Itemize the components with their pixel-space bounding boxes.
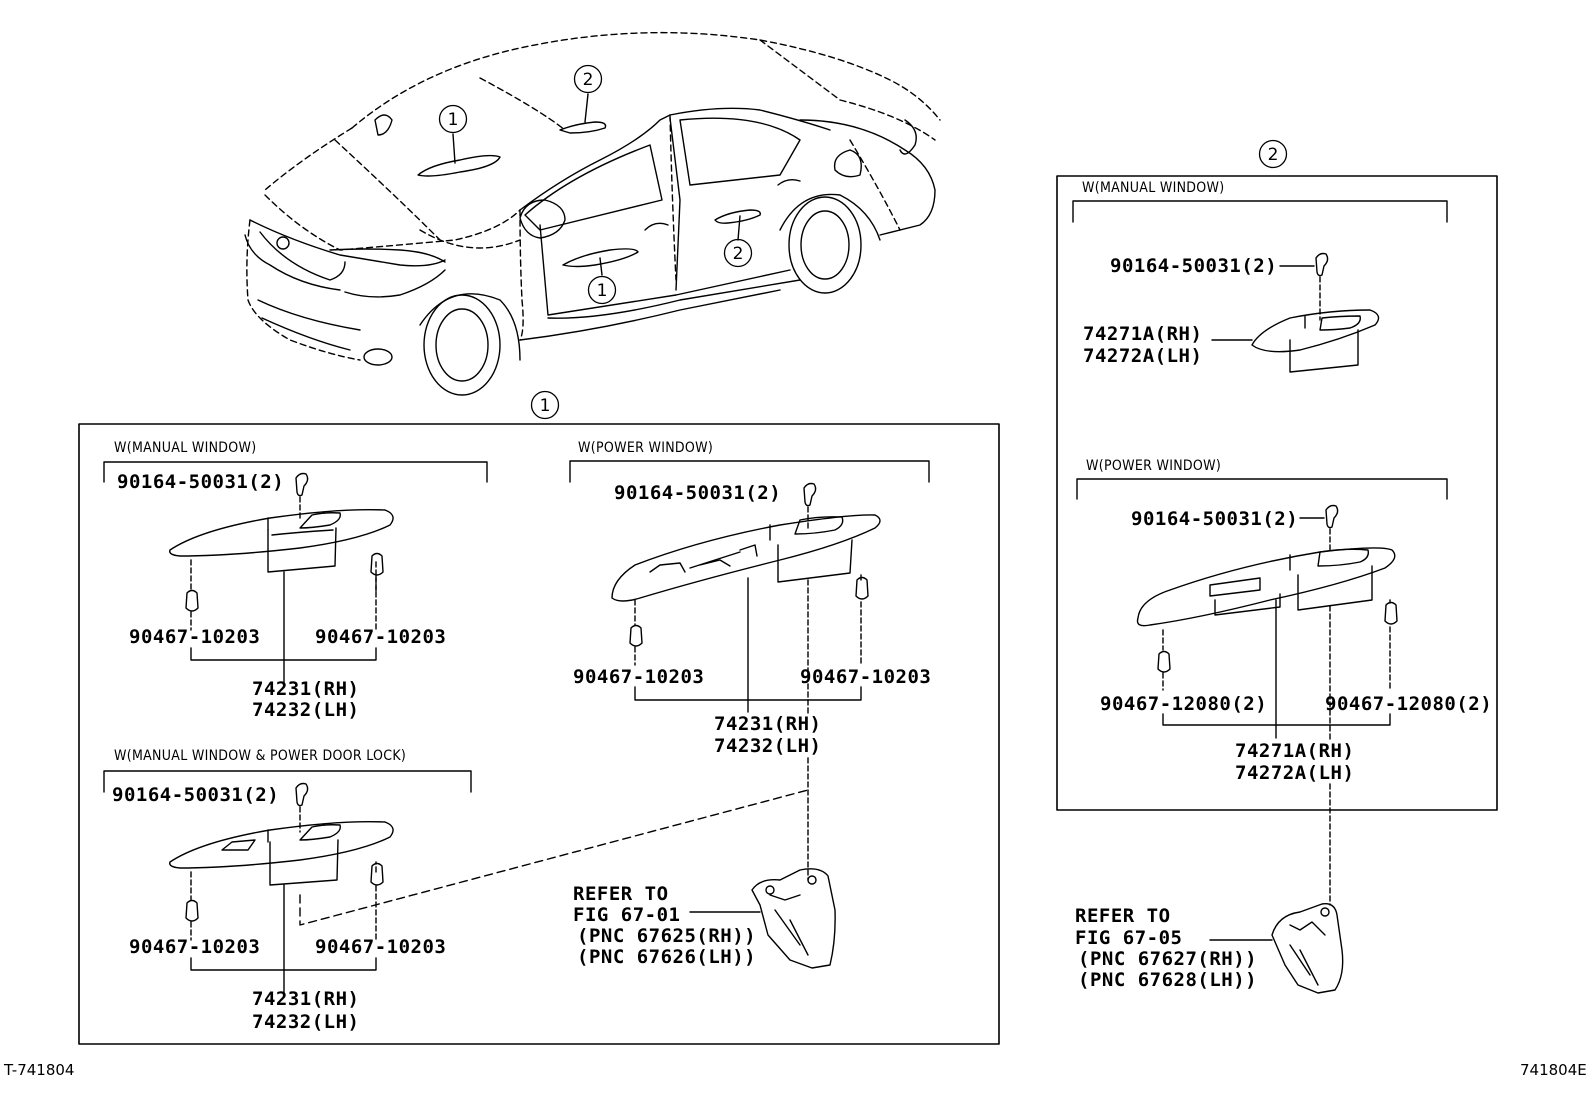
group2-refer-line2: FIG 67-05: [1075, 927, 1183, 949]
group1-manual-lock-header: W(MANUAL WINDOW & POWER DOOR LOCK): [114, 748, 407, 764]
group1-manual-lock-screw-label: 90164-50031(2): [112, 784, 280, 806]
group1-power-window-clip-right-label: 90467-10203: [800, 666, 932, 688]
group2-manual-window-part-rh: 74271A(RH): [1083, 323, 1203, 345]
group1-manual-window-screw-label: 90164-50031(2): [117, 471, 285, 493]
group1-manual-window-header: W(MANUAL WINDOW): [114, 440, 257, 456]
group2-manual-window-header: W(MANUAL WINDOW): [1082, 180, 1225, 196]
group1-bracket-drawing: [689, 868, 836, 969]
group2-power-window-part-rh: 74271A(RH): [1235, 740, 1355, 762]
group2-refer-line4: (PNC 67628(LH)): [1078, 969, 1258, 991]
group2-callout-circle: 2: [1258, 139, 1288, 169]
group1-manual-window-drawing: [103, 461, 488, 686]
callout-circle-2-rear-door: 2: [723, 238, 753, 268]
group1-refer-line1: REFER TO: [573, 883, 669, 905]
group1-power-window-header: W(POWER WINDOW): [578, 440, 714, 456]
svg-text:1: 1: [540, 396, 551, 416]
group1-manual-window-part-rh: 74231(RH): [252, 678, 360, 700]
group1-manual-lock-clip-left-label: 90467-10203: [129, 936, 261, 958]
svg-text:2: 2: [733, 244, 744, 264]
footer-left-code: T-741804: [4, 1061, 75, 1079]
group2-manual-window-part-lh: 74272A(LH): [1083, 345, 1203, 367]
callout-circle-1-front-door: 1: [587, 275, 617, 305]
group1-frame: [78, 423, 1000, 1045]
group2-frame: [1056, 175, 1498, 811]
group1-refer-line3: (PNC 67625(RH)): [577, 925, 757, 947]
group2-refer-line3: (PNC 67627(RH)): [1078, 948, 1258, 970]
group1-power-window-screw-label: 90164-50031(2): [614, 482, 782, 504]
svg-text:1: 1: [448, 110, 459, 130]
group1-power-window-part-lh: 74232(LH): [714, 735, 822, 757]
group1-manual-window-clip-left-label: 90467-10203: [129, 626, 261, 648]
callout-circle-1-hood: 1: [438, 104, 468, 134]
group2-manual-window-screw-label: 90164-50031(2): [1110, 255, 1278, 277]
group2-manual-window-drawing: [1072, 200, 1448, 373]
group2-power-window-header: W(POWER WINDOW): [1086, 458, 1222, 474]
group2-power-window-drawing: [1076, 478, 1448, 906]
svg-text:2: 2: [583, 70, 594, 90]
group1-power-window-part-rh: 74231(RH): [714, 713, 822, 735]
group1-refer-line4: (PNC 67626(LH)): [577, 946, 757, 968]
group2-refer-line1: REFER TO: [1075, 905, 1171, 927]
svg-text:2: 2: [1268, 145, 1279, 165]
group1-callout-circle: 1: [530, 390, 560, 420]
group1-power-window-clip-left-label: 90467-10203: [573, 666, 705, 688]
group2-power-window-clip-left-label: 90467-12080(2): [1100, 693, 1268, 715]
group1-refer-line2: FIG 67-01: [573, 904, 681, 926]
group1-manual-lock-clip-right-label: 90467-10203: [315, 936, 447, 958]
group2-bracket-drawing: [1209, 903, 1344, 994]
footer-right-code: 741804E: [1520, 1061, 1587, 1079]
group1-manual-window-part-lh: 74232(LH): [252, 699, 360, 721]
group1-power-window-drawing: [569, 460, 930, 881]
group1-manual-lock-part-rh: 74231(RH): [252, 988, 360, 1010]
svg-text:1: 1: [597, 281, 608, 301]
group1-manual-window-clip-right-label: 90467-10203: [315, 626, 447, 648]
group1-manual-lock-drawing: [103, 770, 809, 996]
callout-circle-2-roof: 2: [573, 64, 603, 94]
group2-power-window-screw-label: 90164-50031(2): [1131, 508, 1299, 530]
group2-power-window-clip-right-label: 90467-12080(2): [1325, 693, 1493, 715]
car-illustration: [244, 31, 941, 396]
group2-power-window-part-lh: 74272A(LH): [1235, 762, 1355, 784]
group1-manual-lock-part-lh: 74232(LH): [252, 1011, 360, 1033]
